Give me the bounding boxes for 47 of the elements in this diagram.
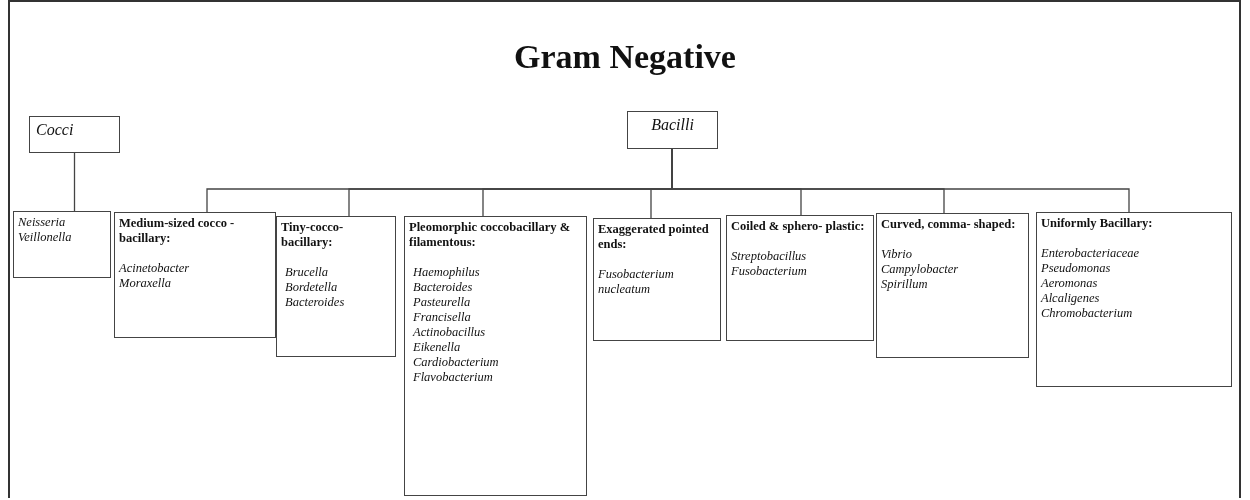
- group-box: [114, 212, 276, 338]
- category-label: Cocci: [36, 122, 75, 137]
- genus-name: Cardiobacterium: [412, 355, 500, 370]
- genus-name: Fusobacterium nucleatum: [598, 267, 675, 297]
- genus-name: Acinetobacter: [119, 261, 191, 276]
- group-box: [1036, 212, 1232, 387]
- genus-name: Aeromonas: [1041, 276, 1099, 291]
- category-box: [627, 111, 718, 149]
- group-heading: Tiny-cocco- bacillary:: [281, 220, 345, 250]
- genus-name: Eikenella: [412, 340, 462, 355]
- genus-name: Brucella: [284, 265, 330, 280]
- genus-name: Enterobacteriaceae: [1041, 246, 1141, 261]
- genus-name: Neisseria: [18, 215, 67, 230]
- group-box: [876, 213, 1029, 358]
- group-heading: Curved, comma- shaped:: [881, 217, 1017, 232]
- group-box: [593, 218, 721, 341]
- genus-name: Actinobacillus: [411, 325, 487, 340]
- diagram-title: Gram Negative: [513, 38, 737, 76]
- genus-name: Francisella: [412, 310, 472, 325]
- genus-name: Chromobacterium: [1041, 306, 1134, 321]
- connector-line: [73, 152, 76, 212]
- category-box: [29, 116, 120, 153]
- genus-name: Alcaligenes: [1041, 291, 1101, 306]
- group-box: [726, 215, 874, 341]
- genus-name: Pasteurella: [412, 295, 472, 310]
- genus-name: Haemophilus: [412, 265, 481, 280]
- group-heading: Exaggerated pointed ends:: [598, 222, 710, 252]
- genus-name: Spirillum: [881, 277, 929, 292]
- genus-box: [13, 211, 111, 278]
- genus-name: Streptobacillus: [731, 249, 808, 264]
- genus-name: Bordetella: [284, 280, 339, 295]
- group-heading: Pleomorphic coccobacillary & filamentous:: [409, 220, 572, 250]
- genus-name: Pseudomonas: [1041, 261, 1112, 276]
- genus-name: Flavobacterium: [412, 370, 494, 385]
- genus-name: Vibrio: [881, 247, 914, 262]
- group-heading: Uniformly Bacillary:: [1041, 216, 1154, 231]
- genus-name: Campylobacter: [881, 262, 960, 277]
- genus-name: Veillonella: [18, 230, 73, 245]
- group-box: [276, 216, 396, 357]
- genus-name: Fusobacterium: [731, 264, 808, 279]
- group-heading: Coiled & sphero- plastic:: [731, 219, 866, 234]
- category-label: Bacilli: [650, 117, 695, 132]
- group-box: [404, 216, 587, 496]
- group-heading: Medium-sized cocco -bacillary:: [119, 216, 236, 246]
- genus-name: Bacteroides: [412, 280, 474, 295]
- genus-name: Moraxella: [119, 276, 173, 291]
- genus-name: Bacteroides: [284, 295, 346, 310]
